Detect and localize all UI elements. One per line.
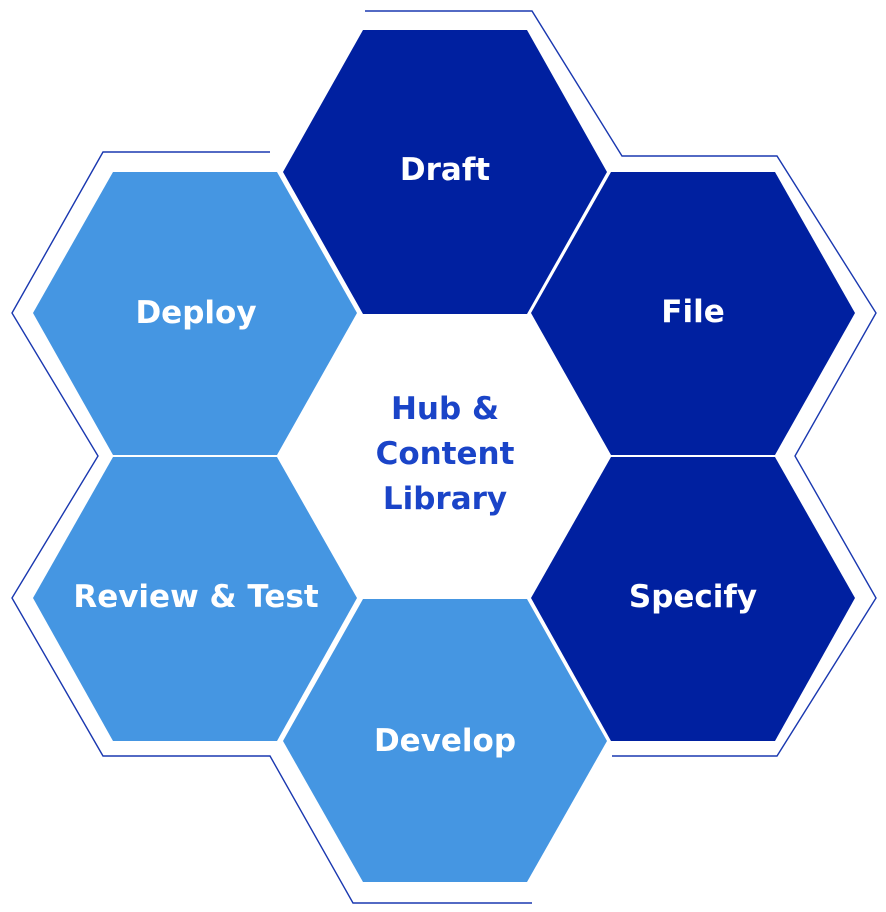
- hex-label-file: File: [661, 294, 724, 330]
- hex-develop: [283, 599, 607, 882]
- hex-label-review-test: Review & Test: [73, 579, 319, 615]
- hex-label-specify: Specify: [629, 579, 757, 615]
- hex-draft: [283, 30, 607, 314]
- hex-specify: [531, 457, 855, 741]
- hex-deploy: [33, 172, 357, 455]
- hex-label-draft: Draft: [400, 152, 490, 188]
- hex-label-deploy: Deploy: [135, 295, 256, 331]
- hex-label-develop: Develop: [374, 723, 516, 759]
- center-label-line-1: Hub &: [391, 391, 499, 427]
- outer-outline-left: [11, 151, 532, 904]
- hex-review-test: [33, 457, 357, 741]
- outer-outline-right: [365, 10, 877, 757]
- center-label-line-2: Content: [376, 436, 515, 472]
- hex-file: [531, 172, 855, 455]
- center-label-line-3: Library: [383, 481, 507, 517]
